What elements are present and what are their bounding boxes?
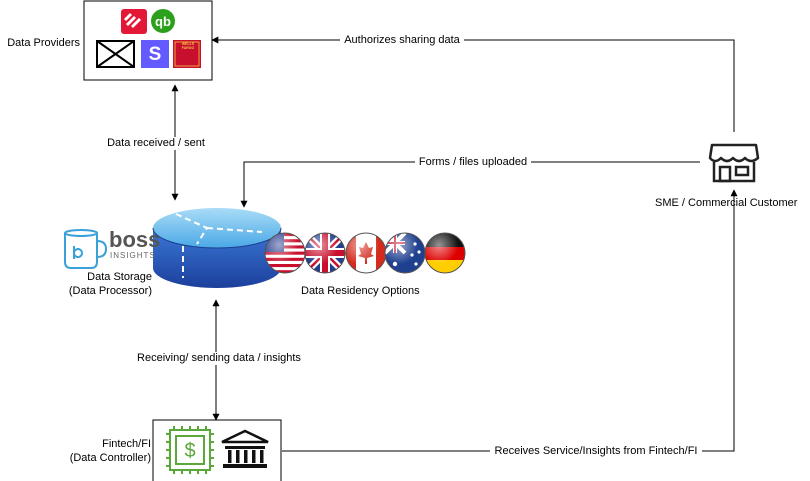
fintech-chip-dollar-icon: [166, 426, 214, 474]
data-received-label: Data received / sent: [99, 137, 213, 150]
placeholder-logo: [96, 40, 135, 68]
sme-label: SME / Commercial Customer: [655, 197, 798, 209]
data-storage-label-line1: Data Storage: [87, 271, 152, 283]
data-residency-label: Data Residency Options: [301, 285, 420, 297]
boss-brand-text: boss: [109, 227, 161, 252]
edge-authorizes-sharing: [211, 36, 735, 132]
fintech-label-line1: Fintech/FI: [102, 438, 151, 450]
australia-flag: [384, 232, 426, 274]
boss-insights-logo: [64, 229, 108, 269]
data-storage-label-line2: (Data Processor): [68, 285, 152, 297]
bank-building-icon: [221, 429, 269, 468]
wells-fargo-text: WELLS FARGO: [181, 42, 195, 50]
usa-flag: [264, 232, 306, 274]
forms-uploaded-label: Forms / files uploaded: [415, 156, 531, 169]
svg-text:S: S: [149, 44, 162, 65]
wells-fargo-logo: [173, 40, 201, 68]
edge-forms-uploaded: [240, 161, 700, 208]
canada-flag: [345, 232, 387, 274]
edge-receives-service: [282, 189, 738, 452]
data-storage-cylinder: [152, 208, 282, 288]
receives-service-label: Receives Service/Insights from Fintech/F…: [490, 445, 702, 458]
bank-of-america-logo: [121, 9, 147, 34]
dollar-sign: $: [184, 440, 195, 462]
stripe-logo: S: [141, 40, 169, 68]
storefront-icon: [708, 143, 760, 183]
germany-flag: [424, 232, 466, 274]
boss-brand-sub: INSIGHTS: [110, 251, 156, 260]
uk-flag: [304, 232, 346, 274]
receiving-sending-label: Receiving/ sending data / insights: [132, 352, 306, 365]
data-providers-label: Data Providers: [7, 37, 80, 49]
svg-text:qb: qb: [155, 14, 171, 29]
authorizes-label: Authorizes sharing data: [340, 34, 464, 47]
fintech-label-line2: (Data Controller): [69, 452, 151, 464]
quickbooks-logo: qb: [151, 9, 175, 33]
